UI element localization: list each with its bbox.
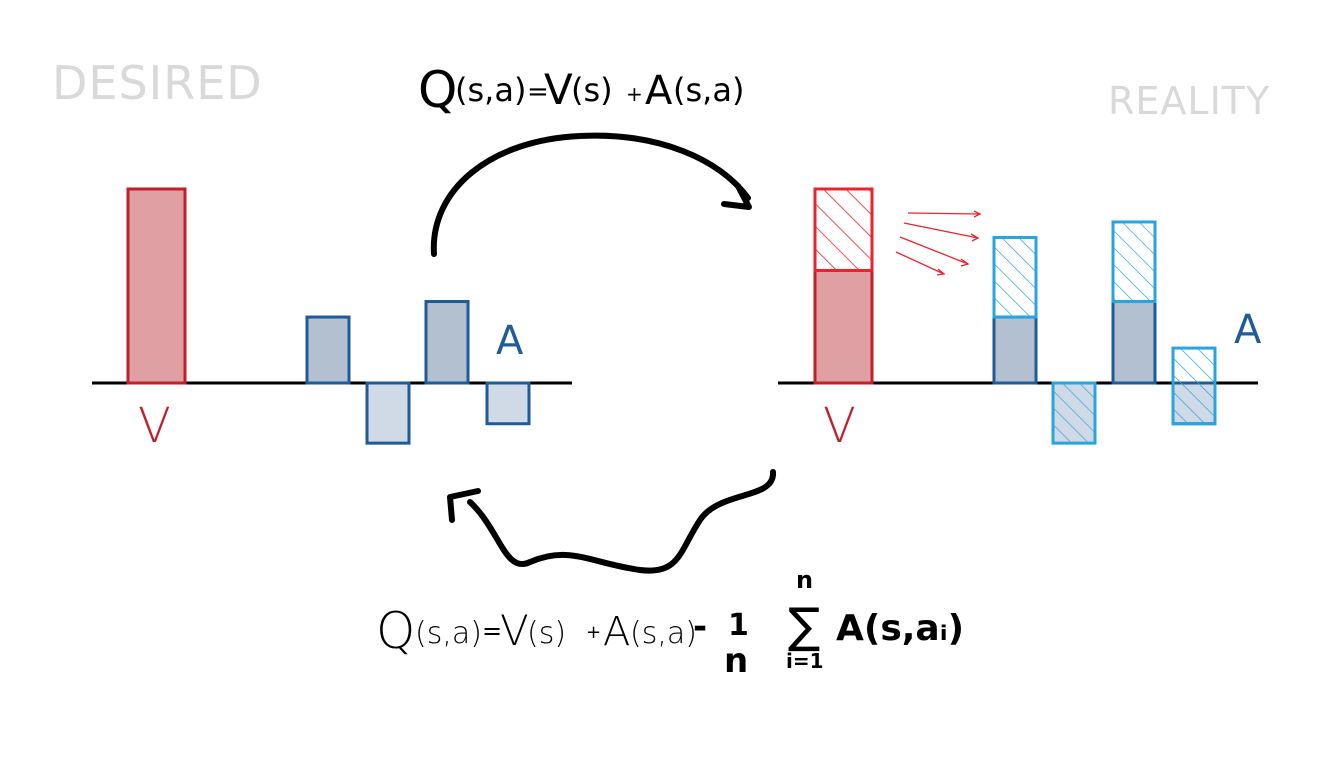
reality-advantage-extra-bar (992, 236, 1038, 319)
top-formula-a: A (645, 68, 673, 114)
spread-line (907, 212, 981, 215)
top-formula-q-args: (s,a) (455, 71, 526, 109)
reality-advantage-base-bar (1111, 300, 1157, 385)
forward-arrow-curve (430, 132, 751, 257)
reality-value-extra-bar (813, 187, 874, 272)
top-formula-plus: + (626, 82, 643, 106)
bottom-formula-frac-num: 1 (728, 608, 749, 643)
reality-advantage-extra-bar (1171, 346, 1217, 426)
bottom-formula-v-args: (s) (527, 616, 566, 651)
top-formula-eq: = (527, 77, 549, 107)
desired-advantage-bar (365, 381, 411, 445)
reality-label: REALITY (1108, 79, 1270, 123)
top-formula-q: Q (418, 61, 457, 119)
spread-arrowhead (973, 210, 982, 218)
reality-advantage-extra-bar (1051, 381, 1097, 445)
bottom-formula-plus: + (586, 622, 601, 643)
bottom-formula-sum-symbol: ∑ (788, 598, 820, 654)
desired-panel (92, 187, 572, 445)
bottom-formula-sum-term: A(s,aᵢ) (836, 608, 964, 649)
bottom-formula-minus: - (693, 607, 707, 647)
bottom-formula-a: A (603, 609, 630, 655)
reality-advantage-label: A (1234, 307, 1262, 353)
forward-arrow (430, 132, 752, 257)
bottom-formula-v: V (500, 606, 529, 655)
bottom-formula-q: Q (376, 602, 415, 660)
spread-lines (895, 210, 982, 276)
backward-arrow (447, 469, 776, 574)
reality-value-label: V (823, 398, 856, 454)
desired-value-label: V (138, 398, 171, 454)
desired-advantage-label: A (496, 318, 524, 364)
desired-advantage-bar (424, 300, 470, 385)
desired-advantage-bar (305, 315, 351, 385)
bottom-formula-sum-bottom: i=1 (786, 649, 824, 673)
desired-label: DESIRED (52, 56, 263, 110)
top-formula-a-args: (s,a) (673, 71, 744, 109)
bottom-formula-q-args: (s,a) (415, 616, 482, 651)
forward-arrow-head (721, 183, 752, 210)
desired-advantage-bar (485, 381, 531, 426)
top-formula: Q (s,a) = V (s) + A (s,a) (418, 61, 744, 119)
spread-line (899, 236, 969, 265)
spread-line (903, 222, 979, 239)
bottom-formula-sum-top: n (796, 566, 813, 594)
reality-advantage-extra-bar (1111, 220, 1157, 304)
spread-arrowhead (960, 258, 970, 267)
bottom-formula-frac-den: n (724, 641, 748, 681)
top-formula-v-args: (s) (571, 71, 613, 109)
reality-panel (778, 187, 1258, 445)
top-formula-v: V (544, 65, 573, 114)
reality-value-base-bar (813, 268, 874, 385)
bottom-formula-eq: = (482, 617, 502, 645)
spread-line (895, 251, 945, 275)
bottom-formula: Q (s,a) = V (s) + A (s,a) - 1 n n ∑ i=1 … (376, 566, 964, 681)
spread-arrowhead (936, 268, 946, 276)
backward-arrow-head (447, 488, 481, 523)
reality-advantage-base-bar (992, 315, 1038, 385)
spread-arrowhead (970, 233, 980, 242)
backward-arrow-curve (467, 469, 776, 574)
desired-value-bar (126, 187, 187, 385)
bottom-formula-a-args: (s,a) (630, 616, 697, 651)
